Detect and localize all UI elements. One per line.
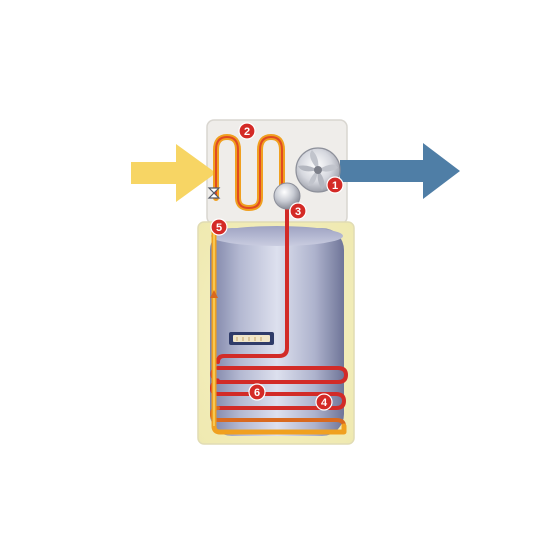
control-panel	[229, 332, 274, 345]
marker-2: 2	[238, 122, 256, 140]
marker-1-label: 1	[332, 180, 338, 192]
marker-6: 6	[248, 383, 266, 401]
water-tank-top	[211, 226, 343, 246]
marker-4: 4	[315, 393, 333, 411]
marker-1: 1	[326, 176, 344, 194]
marker-3: 3	[289, 202, 307, 220]
hot-refrigerant-line	[216, 204, 289, 364]
evaporator-coil-core	[215, 136, 293, 209]
marker-5-label: 5	[216, 222, 222, 234]
air-inlet-arrow	[131, 144, 216, 202]
liquid-return-line	[211, 225, 347, 435]
marker-2-label: 2	[244, 126, 250, 138]
compressor	[273, 182, 301, 210]
expansion-valve	[207, 187, 221, 199]
marker-5: 5	[210, 218, 228, 236]
flow-arrow-up	[210, 290, 218, 298]
marker-3-label: 3	[295, 206, 301, 218]
air-outlet-arrow	[340, 143, 460, 199]
marker-4-label: 4	[321, 397, 328, 409]
marker-6-label: 6	[254, 387, 260, 399]
